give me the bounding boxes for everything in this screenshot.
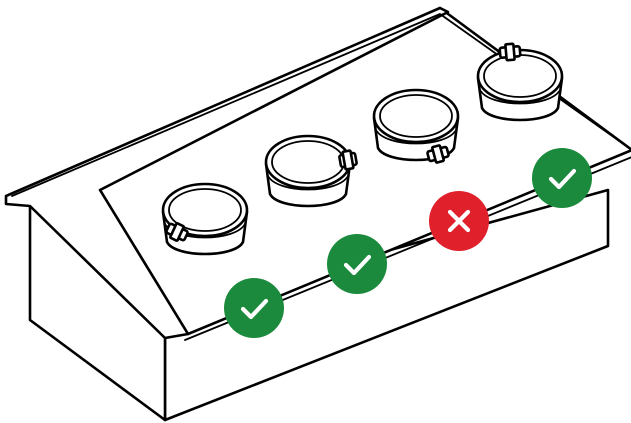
fitting-rim (379, 94, 453, 138)
status-badge (429, 191, 489, 251)
check-icon (548, 168, 577, 190)
fitting-top (264, 134, 352, 190)
fitting-4 (476, 42, 564, 122)
badge-circle-2 (327, 234, 387, 294)
fitting-top (372, 88, 460, 144)
fitting-1 (161, 182, 249, 256)
fitting-3 (372, 88, 460, 164)
fitting-top (161, 182, 249, 238)
badge-circle-4 (532, 148, 592, 208)
fitting-clamp-band (267, 175, 349, 191)
badge-circle-1 (224, 278, 284, 338)
clamp-icon (426, 144, 450, 164)
cross-icon (447, 209, 471, 233)
roof-ridge-line (11, 13, 631, 197)
fittings-group (161, 42, 564, 256)
status-badge (327, 234, 387, 294)
clamp-icon (338, 149, 358, 171)
fitting-clamp-band (375, 129, 457, 145)
fitting-2 (264, 134, 358, 208)
check-icon (240, 298, 269, 320)
fitting-clamp-band (479, 89, 561, 105)
status-badge (532, 148, 592, 208)
status-badge (224, 278, 284, 338)
fitting-rim (168, 188, 242, 232)
status-badges (224, 148, 592, 338)
clamp-icon (498, 42, 522, 62)
clamp-icon (165, 222, 189, 242)
fitting-top (476, 48, 564, 104)
check-icon (343, 254, 372, 276)
